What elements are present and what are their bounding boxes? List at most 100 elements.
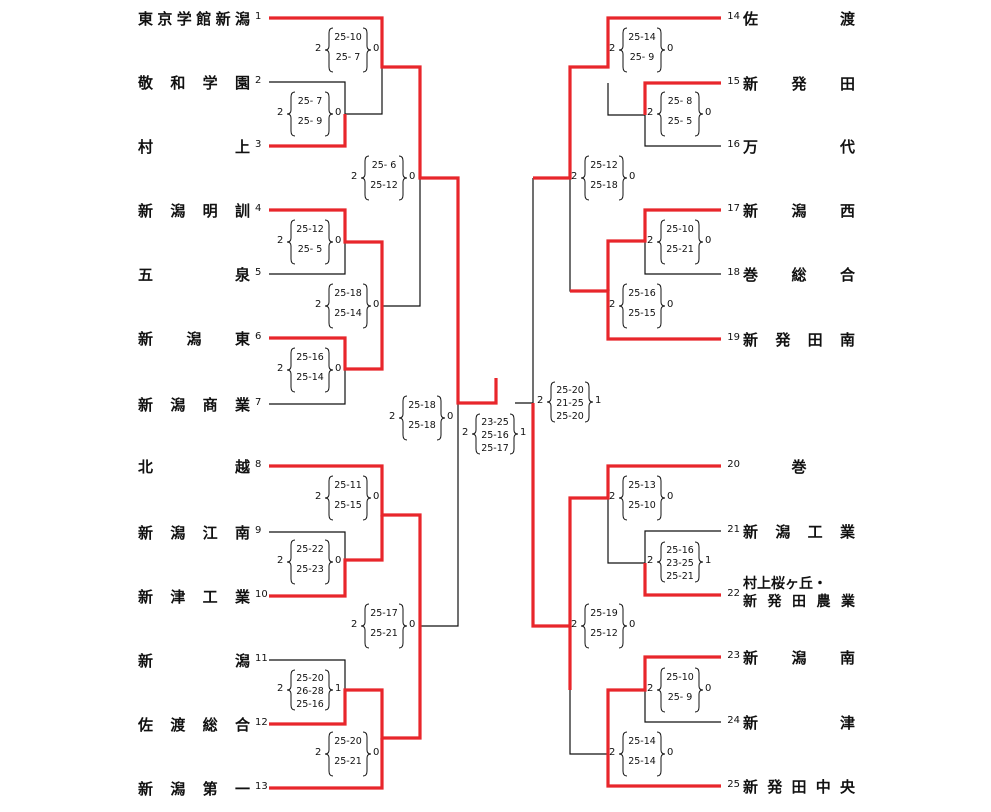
winner-set-count: 2	[277, 363, 284, 374]
team-name: 万代	[743, 138, 855, 156]
set-score: 25-10	[334, 32, 362, 43]
loser-set-count: 0	[705, 235, 712, 246]
set-score: 25-19	[590, 608, 618, 619]
winner-set-count: 2	[609, 43, 616, 54]
brace-left	[618, 731, 628, 777]
loser-set-count: 0	[667, 299, 674, 310]
brace-right	[362, 283, 372, 329]
set-score: 25-14	[628, 756, 656, 767]
winner-set-count: 2	[277, 235, 284, 246]
seed-number: 24	[727, 715, 740, 726]
loser-set-count: 0	[409, 619, 416, 630]
loser-set-count: 1	[520, 427, 527, 438]
set-score: 25-21	[666, 571, 694, 582]
set-score: 25-16	[481, 430, 509, 441]
team-name: 北越	[138, 458, 250, 476]
brace-right	[436, 395, 446, 441]
team-name: 新発田中央	[743, 778, 855, 796]
brace-right	[362, 475, 372, 521]
seed-number: 9	[255, 525, 262, 536]
set-score: 25-13	[628, 480, 656, 491]
set-score: 25-10	[666, 224, 694, 235]
brace-left	[324, 475, 334, 521]
seed-number: 18	[727, 267, 740, 278]
winner-set-count: 2	[315, 299, 322, 310]
brace-right	[656, 283, 666, 329]
winner-set-count: 2	[609, 491, 616, 502]
brace-right	[398, 603, 408, 649]
brace-left	[286, 669, 296, 711]
brace-left	[286, 219, 296, 265]
team-name: 東京学館新潟	[138, 10, 250, 28]
seed-number: 23	[727, 650, 740, 661]
seed-number: 8	[255, 459, 262, 470]
set-score: 25-14	[334, 308, 362, 319]
set-score: 25-18	[590, 180, 618, 191]
set-score: 25-20	[334, 736, 362, 747]
loser-set-count: 0	[335, 363, 342, 374]
loser-set-count: 0	[667, 491, 674, 502]
brace-left	[286, 91, 296, 137]
seed-number: 22	[727, 588, 740, 599]
winner-set-count: 2	[351, 171, 358, 182]
seed-number: 11	[255, 653, 268, 664]
brace-left	[656, 667, 666, 713]
set-score: 25-21	[334, 756, 362, 767]
brace-right	[694, 541, 704, 583]
brace-right	[584, 381, 594, 423]
loser-set-count: 0	[629, 619, 636, 630]
team-name: 村上	[138, 138, 250, 156]
set-score: 25- 9	[667, 692, 693, 703]
winner-set-count: 2	[647, 555, 654, 566]
winner-set-count: 2	[609, 747, 616, 758]
brace-right	[362, 731, 372, 777]
brace-right	[324, 669, 334, 711]
set-score: 25-16	[666, 545, 694, 556]
seed-number: 2	[255, 75, 262, 86]
seed-number: 7	[255, 397, 262, 408]
brace-right	[324, 91, 334, 137]
team-name: 五泉	[138, 266, 250, 284]
winner-set-count: 2	[277, 107, 284, 118]
seed-number: 16	[727, 139, 740, 150]
winner-set-count: 2	[609, 299, 616, 310]
winner-set-count: 2	[571, 171, 578, 182]
brace-left	[286, 539, 296, 585]
brace-left	[656, 219, 666, 265]
brace-left	[656, 541, 666, 583]
seed-number: 19	[727, 332, 740, 343]
seed-number: 1	[255, 11, 262, 22]
team-name: 新発田南	[743, 331, 855, 349]
set-score: 25-23	[296, 564, 324, 575]
set-score: 25-21	[370, 628, 398, 639]
brace-left	[580, 155, 590, 201]
set-score: 25-17	[481, 443, 509, 454]
seed-number: 10	[255, 589, 268, 600]
team-name: 新発田	[743, 75, 855, 93]
loser-set-count: 0	[373, 43, 380, 54]
brace-left	[546, 381, 556, 423]
set-score: 25-12	[590, 160, 618, 171]
team-name: 新潟東	[138, 330, 250, 348]
team-name: 新潟第一	[138, 780, 250, 798]
winner-set-count: 2	[647, 107, 654, 118]
set-score: 25-12	[590, 628, 618, 639]
winner-set-count: 2	[315, 43, 322, 54]
brace-left	[398, 395, 408, 441]
team-name: 新潟江南	[138, 524, 250, 542]
loser-set-count: 0	[667, 43, 674, 54]
set-score: 25-17	[370, 608, 398, 619]
winner-set-count: 2	[389, 411, 396, 422]
brace-right	[694, 667, 704, 713]
brace-right	[324, 219, 334, 265]
set-score: 25-21	[666, 244, 694, 255]
set-score: 23-25	[666, 558, 694, 569]
seed-number: 12	[255, 717, 268, 728]
set-score: 25-18	[408, 400, 436, 411]
loser-set-count: 0	[373, 491, 380, 502]
set-score: 25-12	[370, 180, 398, 191]
team-name: 敬和学園	[138, 74, 250, 92]
loser-set-count: 0	[335, 235, 342, 246]
team-name: 新潟工業	[743, 523, 855, 541]
